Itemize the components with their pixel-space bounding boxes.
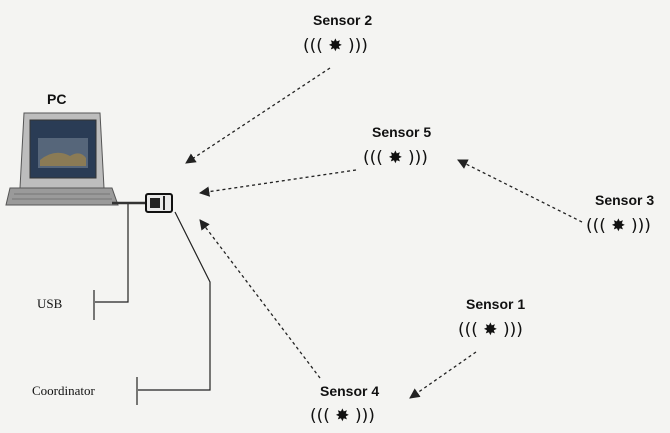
usb-label: USB (37, 296, 63, 311)
pc-label: PC (47, 91, 67, 107)
usb-callout-line (95, 202, 129, 303)
coordinator-callout-line (138, 211, 211, 391)
link-sensor4-to-coordinator (199, 219, 321, 379)
wireless-sensor-icon: ((( ✸ ))) (310, 406, 375, 426)
coordinator-device-icon (145, 193, 173, 213)
wireless-sensor-icon: ((( ✸ ))) (458, 320, 523, 340)
link-sensor2-to-coordinator (185, 67, 331, 164)
coordinator-label: Coordinator (32, 383, 95, 398)
link-sensor1-to-sensor4 (409, 351, 477, 399)
sensor-4-label: Sensor 4 (320, 383, 380, 399)
link-sensor3-to-sensor5 (457, 159, 583, 223)
wireless-sensor-icon: ((( ✸ ))) (586, 216, 651, 236)
link-sensor5-to-coordinator (198, 169, 357, 197)
wireless-sensor-icon: ((( ✸ ))) (303, 36, 368, 56)
wireless-sensor-icon: ((( ✸ ))) (363, 148, 428, 168)
sensor-3-label: Sensor 3 (595, 192, 655, 208)
laptop-icon (5, 112, 119, 206)
sensor-2-label: Sensor 2 (313, 12, 373, 28)
sensor-5-label: Sensor 5 (372, 124, 432, 140)
sensor-1-label: Sensor 1 (466, 296, 526, 312)
